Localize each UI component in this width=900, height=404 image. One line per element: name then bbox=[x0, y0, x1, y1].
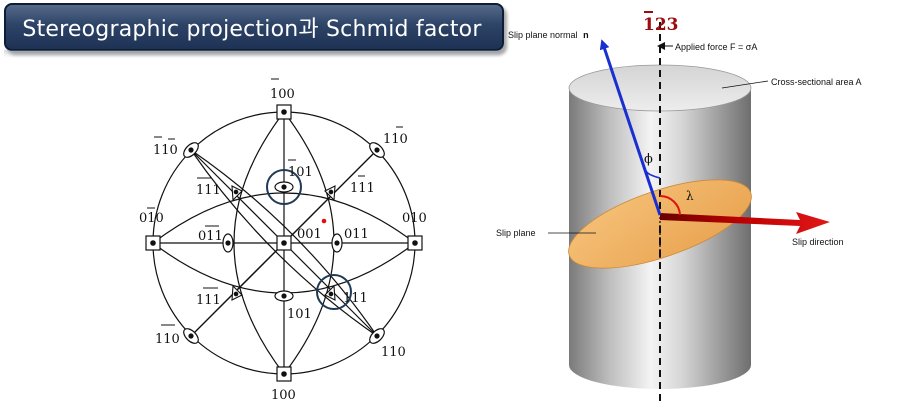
phi-symbol: ϕ bbox=[644, 152, 653, 167]
label-110-lower-right: 110 bbox=[381, 345, 406, 360]
label-110-upper-right: 110 bbox=[383, 132, 408, 147]
label-111-upper-right: 111 bbox=[350, 181, 375, 196]
pole-111-lower-left bbox=[231, 284, 243, 301]
label-101-upper: 101 bbox=[288, 165, 313, 180]
pole-110-lower-right bbox=[369, 328, 385, 344]
label-011-left: 011 bbox=[198, 229, 223, 244]
great-circle-diag-d bbox=[190, 149, 378, 337]
label-101-lower: 101 bbox=[287, 307, 312, 322]
label-011-right: 011 bbox=[344, 227, 369, 242]
slip-plane bbox=[568, 179, 752, 269]
area-label: Cross-sectional area A bbox=[771, 77, 862, 87]
great-circle-upper bbox=[152, 192, 416, 244]
area-leader bbox=[721, 80, 769, 89]
normal-label: Slip plane normal n bbox=[508, 30, 589, 40]
label-110-lower-left: 110 bbox=[155, 332, 180, 347]
lambda-arc bbox=[659, 194, 681, 216]
label-010-right: 010 bbox=[402, 211, 427, 226]
slip-normal-arrow bbox=[599, 39, 662, 216]
label-111-lower-left: 111 bbox=[196, 293, 221, 308]
schmid-diagram bbox=[548, 11, 830, 404]
pole-010-right bbox=[407, 235, 423, 251]
phi-arc bbox=[645, 170, 661, 179]
label-111-lower-right: 111 bbox=[343, 291, 368, 306]
normal-label-text: Slip plane normal bbox=[508, 30, 578, 40]
highlight-circle-111 bbox=[316, 274, 352, 310]
label-111-upper-left: 111 bbox=[196, 183, 221, 198]
pole-110-upper-right bbox=[369, 142, 385, 158]
schmid-labels: 123 Slip plane normal n Applied force F … bbox=[496, 15, 862, 247]
label-100-bottom: 100 bbox=[271, 388, 296, 403]
slipdir-label: Slip direction bbox=[792, 237, 844, 247]
slip-direction-arrow bbox=[660, 212, 830, 234]
direction-label-123: 123 bbox=[643, 15, 679, 35]
pole-symbols bbox=[145, 104, 423, 382]
great-circle-left bbox=[233, 111, 285, 375]
label-001-center: 001 bbox=[297, 227, 322, 242]
pole-100-bottom bbox=[276, 366, 292, 382]
label-010-left: 010 bbox=[139, 211, 164, 226]
pole-101-lower bbox=[274, 290, 294, 302]
pole-010-left bbox=[145, 235, 161, 251]
pole-111-upper-right bbox=[324, 185, 336, 202]
red-marker-dot bbox=[321, 218, 327, 224]
title-banner-background bbox=[4, 3, 504, 51]
pole-111-lower-right bbox=[324, 284, 336, 301]
plane-label: Slip plane bbox=[496, 228, 536, 238]
pole-110-lower-left bbox=[183, 328, 199, 344]
label-110-upper-left: 110 bbox=[153, 143, 178, 158]
title-text: Stereographic projection과 Schmid factor bbox=[22, 17, 482, 42]
pole-110-upper-left bbox=[183, 142, 199, 158]
pole-100-top bbox=[276, 104, 292, 120]
normal-symbol: n bbox=[583, 30, 589, 40]
label-100-top: 100 bbox=[270, 87, 295, 102]
title-banner: Stereographic projection과 Schmid factor bbox=[0, 0, 504, 58]
highlight-circle-101 bbox=[266, 169, 302, 205]
title-banner-reflection bbox=[4, 50, 500, 58]
pole-111-upper-left bbox=[231, 185, 243, 202]
overbars bbox=[147, 78, 403, 326]
pole-011-right bbox=[331, 233, 343, 253]
stereogram-labels: 100 100 010 010 001 110 110 110 110 111 … bbox=[139, 87, 427, 403]
pole-011-left bbox=[222, 233, 234, 253]
pole-001-center bbox=[276, 235, 292, 251]
pole-101-upper bbox=[274, 181, 294, 193]
lambda-symbol: λ bbox=[686, 189, 694, 203]
force-label: Applied force F = σA bbox=[675, 42, 757, 52]
